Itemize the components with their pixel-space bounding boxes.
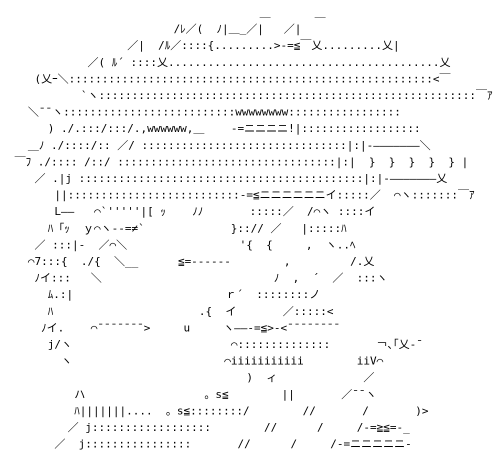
ascii-art-line: ﾊ .{ イ ／:::::< <box>8 305 334 318</box>
ascii-art-line: ／ .|j ::::::::::::::::::::::::::::::::::… <box>8 172 447 185</box>
ascii-art-line: ||::::::::::::::::::::::::::-=≦ニニニニニニイ::… <box>8 188 475 202</box>
ascii-art-line: ヽ ⌒iiiiiiiiiii iiV⌒ <box>8 355 384 368</box>
ascii-art-line: ＿ﾉ ./::::/:: ／/ ::::::::::::::::::::::::… <box>8 139 431 152</box>
ascii-art-line: L―― ⌒`'''''|[ ｯ ﾉﾉ :::::／ /⌒ヽ ::::イ <box>8 205 375 218</box>
ascii-art-line: ／ j:::::::::::::::::: // / /-=≧≦=-_ <box>8 421 410 434</box>
ascii-art-line: ﾉイ. ⌒¯¯¯¯¯¯¯> u ヽ――-=≦>-<¯¯¯¯¯¯¯¯ <box>8 321 340 334</box>
ascii-art-line: ／ j:::::::::::::::: // / /-=ニニニニニ- <box>8 438 412 451</box>
ascii-art-line: j/ヽ ⌒:::::::::::::: ￢､｢乂-¯ <box>8 338 423 351</box>
ascii-art-line: ＿ ＿ <box>8 6 326 19</box>
ascii-art-line: ＼¯¯ヽ::::::::::::::::::::::::::wwwwwwww::… <box>8 106 401 119</box>
ascii-art-line: ﾉイ::: ＼ ﾉ , ´ ／ :::ヽ <box>8 272 388 285</box>
ascii-art-line: ￣ﾌ ./:::: /::/ :::::::::::::::::::::::::… <box>8 154 468 168</box>
ascii-art-line: ﾊ「ｯ ｙ⌒ヽ--=≠` }::// ／ |:::::ﾊ <box>8 222 347 235</box>
ascii-art-line: ／( ﾙ´ ::::乂.............................… <box>8 56 450 69</box>
ascii-art-line: ) ./.:::/:::/.,wwwwww,＿ -=ニニニニ!|::::::::… <box>8 122 421 135</box>
ascii-art-line: (乂ｰ＼::::::::::::::::::::::::::::::::::::… <box>8 71 450 85</box>
ascii-art-line: ﾊ|||||||.... 。s≦::::::::/ // / )> <box>8 404 429 417</box>
ascii-art-line: /ﾚ／( ﾉ|＿_／| ／| <box>8 23 301 36</box>
ascii-art-line: ⌒7:::{ ./{ ＼__ ≦=------ , /.乂 <box>8 255 374 268</box>
ascii-art-line: ﾑ.:| ｒ´ ::::::::ノ <box>8 288 320 301</box>
ascii-art-line: ) ィ ／ <box>8 371 374 384</box>
ascii-art-line: `ヽ::::::::::::::::::::::::::::::::::::::… <box>8 88 493 102</box>
ascii-art-line: ハ 。s≦ || ／¯¯ヽ <box>8 388 377 401</box>
ascii-art-line: ／ :::|- ／⌒＼ '{ { , ヽ..ﾍ <box>8 238 356 251</box>
ascii-art-line: ／| /ﾙ／::::{.........>-=≦￣乂.........乂| <box>8 38 400 52</box>
